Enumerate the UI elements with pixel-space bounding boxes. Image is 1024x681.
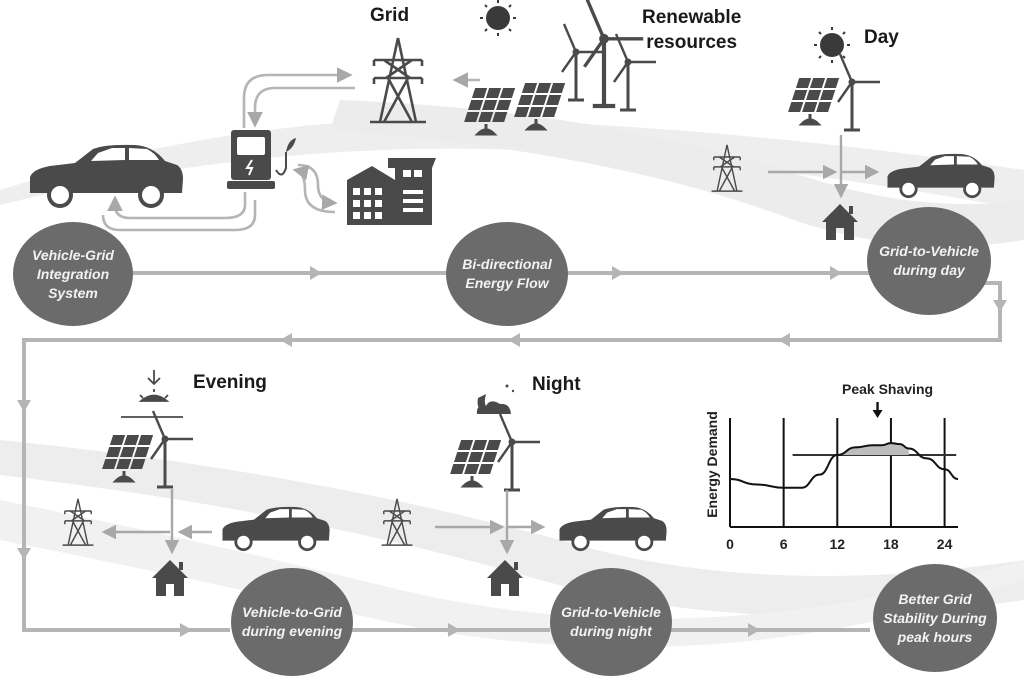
node-label: Grid-to-Vehicle during night <box>561 604 661 639</box>
sun-icon <box>479 0 517 37</box>
grid-label: Grid <box>370 5 410 26</box>
day-label: Day <box>864 27 899 48</box>
y-axis-label: Energy Demand <box>704 411 720 518</box>
wind-turbine-icon <box>836 52 882 132</box>
node-vehicle-to-grid-evening: Vehicle-to-Grid during evening <box>231 568 353 676</box>
energy-arrows <box>101 67 480 232</box>
sunset-icon <box>121 370 183 418</box>
night-label: Night <box>532 374 581 395</box>
x-tick-label: 12 <box>830 536 846 552</box>
node-label: Better Grid Stability During peak hours <box>883 590 987 645</box>
chart-title: Peak Shaving <box>842 381 933 397</box>
evening-arrows <box>101 488 212 555</box>
annotation-arrow-head <box>872 410 883 418</box>
car-icon <box>559 506 667 552</box>
buildings-icon <box>347 158 436 225</box>
evening-label: Evening <box>193 372 267 393</box>
x-tick-label: 0 <box>726 536 734 552</box>
node-label: Vehicle-to-Grid during evening <box>241 604 343 639</box>
node-grid-to-vehicle-night: Grid-to-Vehicle during night <box>550 568 672 676</box>
renewable-label: Renewable resources <box>642 7 742 53</box>
solar-panel-icon <box>786 76 841 126</box>
x-tick-label: 24 <box>937 536 953 552</box>
moon-cloud-icon <box>476 384 515 414</box>
wind-turbine-icon <box>496 412 542 492</box>
charging-station-icon <box>227 130 296 189</box>
wind-turbine-icon <box>560 22 606 102</box>
node-bidirectional-energy-flow: Bi-directional Energy Flow <box>446 222 568 326</box>
wind-turbine-icon <box>584 0 643 106</box>
day-arrows <box>768 135 880 199</box>
node-label: Grid-to-Vehicle during day <box>879 243 979 278</box>
node-label: Bi-directional Energy Flow <box>462 256 552 291</box>
night-arrows <box>435 490 546 555</box>
node-grid-to-vehicle-day: Grid-to-Vehicle during day <box>867 207 991 315</box>
x-tick-label: 18 <box>883 536 899 552</box>
node-better-grid-stability: Better Grid Stability During peak hours <box>873 564 997 672</box>
node-label: Vehicle-Grid Integration System <box>32 246 114 301</box>
flow-arrowheads <box>17 266 1007 637</box>
demand-line <box>729 442 959 489</box>
x-tick-label: 6 <box>780 536 788 552</box>
solar-panel-icon <box>448 438 503 488</box>
node-vehicle-grid-integration: Vehicle-Grid Integration System <box>13 222 133 326</box>
sun-icon <box>813 26 851 64</box>
peak-shaving-area <box>837 443 909 456</box>
